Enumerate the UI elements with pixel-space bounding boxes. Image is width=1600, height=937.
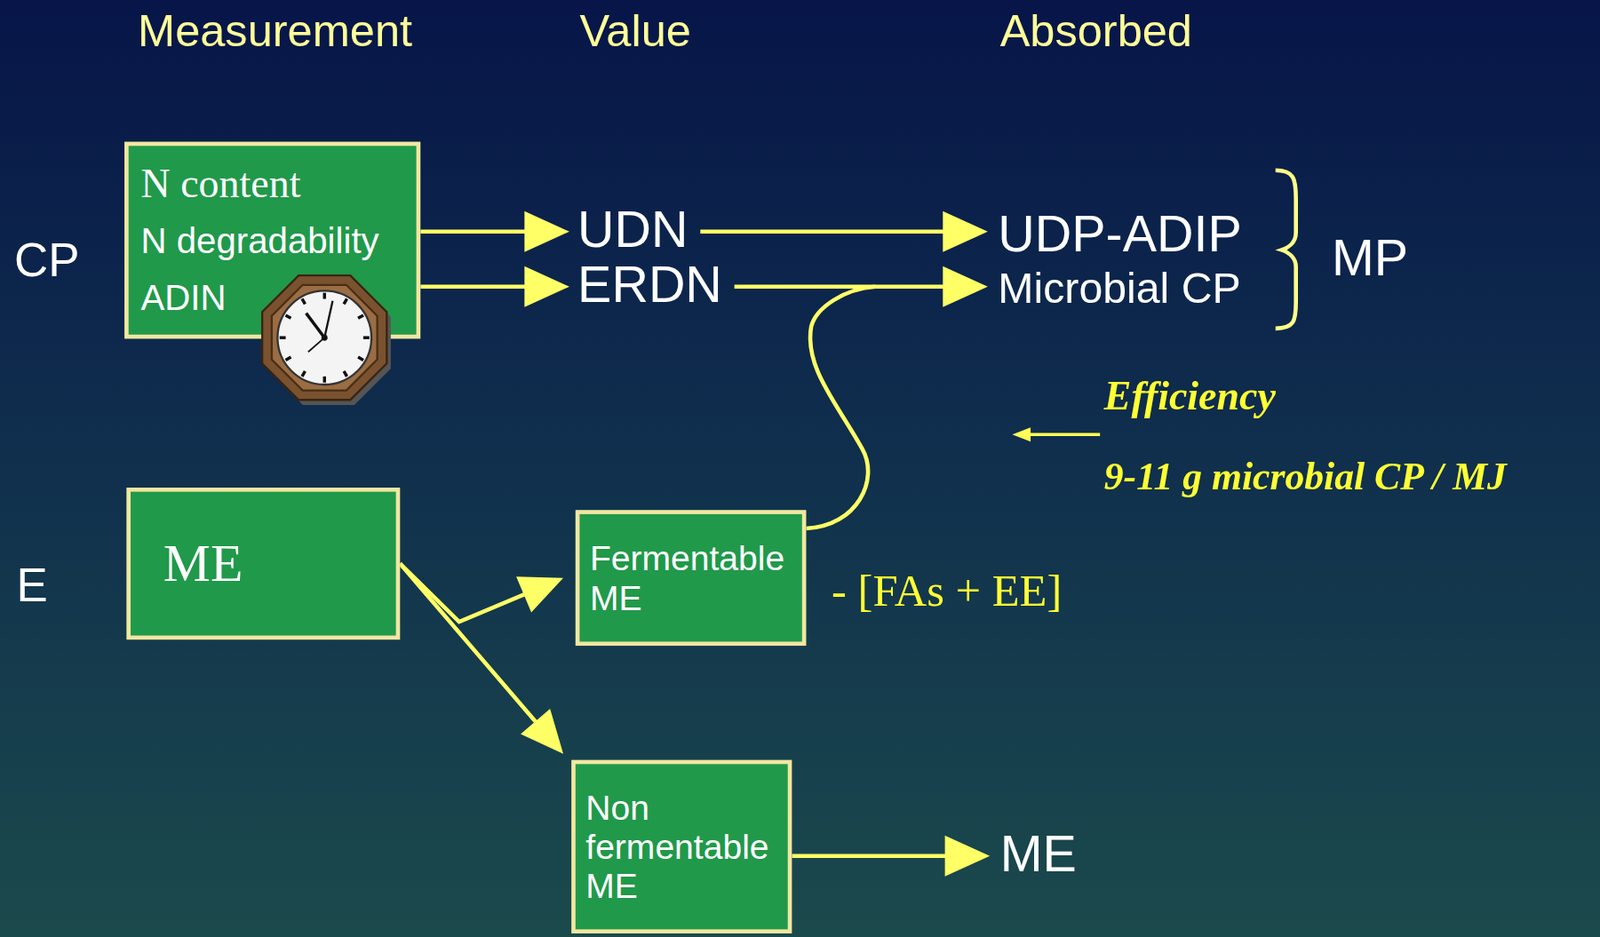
box-text: N content	[141, 154, 405, 212]
label-text: E	[15, 561, 48, 609]
arrowhead	[524, 266, 570, 308]
absorbed-arrow	[700, 211, 988, 253]
label-text: CP	[14, 236, 80, 284]
label-text: MP	[1331, 232, 1409, 284]
absorbed-arrow-line	[791, 853, 948, 859]
box-text: Non fermentable ME	[585, 788, 769, 906]
green-box: Non fermentable ME	[571, 760, 792, 934]
label-text: UDN	[577, 204, 688, 255]
split-arrow	[399, 564, 564, 755]
green-box: ME	[126, 487, 400, 640]
label-text: ERDN	[577, 259, 723, 311]
arrowhead	[942, 266, 988, 308]
box-text: ADIN	[141, 269, 405, 327]
absorbed-arrow-line	[700, 229, 945, 234]
efficiency-arrowhead	[1011, 427, 1031, 442]
absorbed-arrow	[791, 835, 990, 877]
box-text: ME	[163, 533, 397, 594]
value-arrow	[420, 211, 570, 253]
label-text: ME	[1000, 828, 1077, 880]
curly-brace	[1275, 170, 1297, 329]
absorbed-arrow-line	[734, 284, 946, 289]
label-text: Value	[579, 7, 692, 54]
split-arrow-line	[399, 564, 537, 724]
clock-illustration	[253, 266, 397, 410]
label-text: 9-11 g microbial CP / MJ	[1104, 457, 1507, 497]
arrowhead	[945, 835, 991, 877]
arrowhead	[520, 708, 564, 755]
box-text: N degradability	[141, 211, 405, 269]
value-arrow	[420, 266, 570, 308]
label-text: Microbial CP	[997, 267, 1241, 311]
box-text: Fermentable ME	[589, 539, 785, 617]
value-arrow-line	[420, 229, 526, 234]
label-text: UDP-ADIP	[997, 207, 1242, 259]
label-text: Efficiency	[1104, 375, 1276, 417]
arrowhead	[524, 211, 570, 253]
absorbed-arrow	[734, 266, 988, 308]
value-arrow-line	[420, 284, 526, 289]
efficiency-line	[1028, 433, 1100, 437]
green-box: Fermentable ME	[575, 509, 807, 646]
arrowhead	[942, 211, 988, 253]
label-text: Measurement	[137, 7, 413, 54]
label-text: Absorbed	[1000, 7, 1193, 54]
split-arrow-line	[399, 564, 526, 622]
green-box: N contentN degradabilityADIN	[124, 142, 421, 340]
microbial-curve	[805, 286, 876, 529]
label-text: - [FAs + EE]	[831, 569, 1062, 615]
